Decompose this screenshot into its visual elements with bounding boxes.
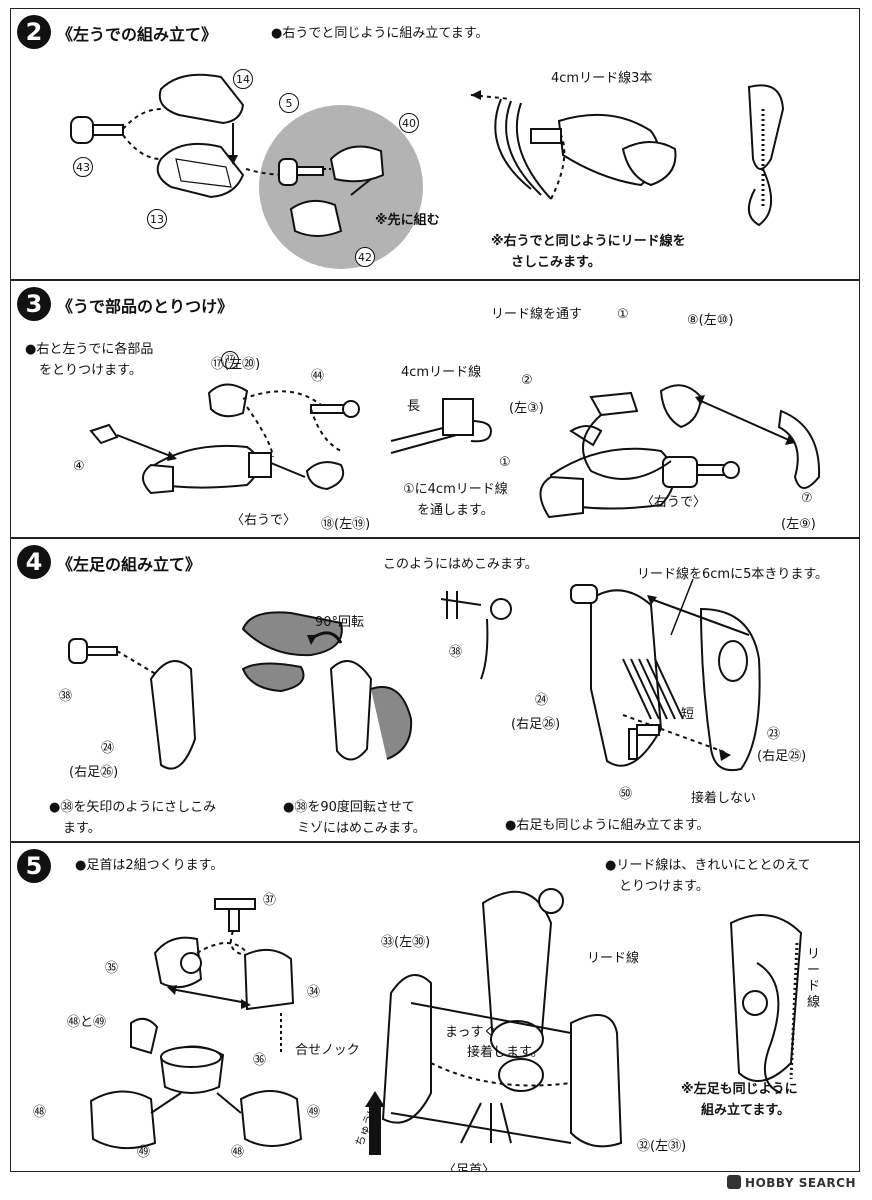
part-2b-label: (左③) [509,401,544,416]
note-insert-line-2: ます。 [63,821,101,836]
part-2-label: ② [521,373,533,388]
lead-wire-label: 4cmリード線3本 [551,71,653,86]
footer-line-1: ※右うでと同じようにリード線を [491,234,686,249]
short-label: 短 [681,707,695,722]
part-37-label: ㊲ [263,893,277,908]
part-1-label: ① [617,307,629,322]
ankle-label: 〈足首〉 [443,1163,496,1172]
note-right-leg: ●右足も同じように組み立てます。 [505,818,710,833]
pass-note: ①に4cmリード線 を通します。 [403,479,508,521]
pass-note-line-2: を通します。 [417,503,494,518]
step-title: 《左足の組み立て》 [57,555,202,574]
watermark: HOBBY SEARCH [727,1175,856,1190]
lead-wire-label: リード線 [587,951,640,966]
right-arm-label-2: 〈右うで〉 [641,495,707,510]
part-24-label: ㉔ [101,741,115,756]
left-same-note: ※左足も同じように 組み立てます。 [681,1079,798,1121]
note-insert: ●㊳を矢印のようにさしこみ ます。 [49,797,216,839]
part-number-14: 14 [233,69,253,89]
part-1b-label: ① [499,455,511,470]
part-58a-label: ㊽ [33,1105,47,1120]
part-32-label: ㉜(左㉛) [637,1139,687,1154]
cut-note: リード線を6cmに5本きります。 [637,567,829,582]
arm-parts-illustration [89,383,821,519]
part-number-5: 5 [279,93,299,113]
left-arm-assembly-illustration [70,73,785,269]
step-2-section: 2 《左うでの組み立て》 ●右うでと同じように組み立てます。 [10,8,860,280]
part-38b-label: ㊳ [449,645,463,660]
lead-note-line-1: ●リード線は、きれいにととのえて [605,858,811,873]
step-number: 4 [17,545,51,579]
part-number-43: 43 [73,157,93,177]
part-24b-label: (右足㉖) [69,765,119,780]
fit-note: このようにはめこみます。 [383,557,538,572]
part-8-label: ⑧(左⑩) [687,313,734,328]
part-7b-label: (左⑨) [781,517,816,532]
rotate-label: 90°回転 [315,615,365,630]
note-line-2: をとりつけます。 [39,363,142,378]
lead-4cm-label: 4cmリード線 [401,365,482,380]
note-rotate-line-1: ●㊳を90度回転させて [283,800,415,815]
part-17-label: ⑰(左⑳) [211,357,261,372]
part-23-label: ㉓ [767,727,781,742]
fit-nock-label: 合せノック [295,1043,360,1058]
glue-label: 接着します。 [467,1045,544,1060]
part-44-label: ㊹ [311,369,325,384]
part-24c-label: ㉔ [535,693,549,708]
left-same-line-2: 組み立てます。 [701,1103,791,1118]
step-title: 《うで部品のとりつけ》 [57,297,234,316]
note-line-1: ●右と左うでに各部品 [25,342,154,357]
step-note: ●右と左うでに各部品 をとりつけます。 [25,339,153,381]
step-number: 2 [17,15,51,49]
left-same-line-1: ※左足も同じように [681,1082,798,1097]
part-18-label: ⑱(左⑲) [321,517,371,532]
part-4-label: ④ [73,459,85,474]
left-leg-assembly-illustration [68,578,761,771]
step-footer-note: ※右うでと同じようにリード線を さしこみます。 [491,231,686,273]
part-7-label: ⑦ [801,491,813,506]
part-number-42: 42 [355,247,375,267]
long-label: 長 [407,399,421,414]
part-58b-label: ㊽ [231,1145,245,1160]
step-note: ●右うでと同じように組み立てます。 [271,26,489,41]
right-arm-label: 〈右うで〉 [231,513,297,528]
note-rotate-line-2: ミゾにはめこみます。 [297,821,426,836]
lead-note-line-2: とりつけます。 [619,879,709,894]
pass-note-line-1: ①に4cmリード線 [403,482,508,497]
part-59b-label: ㊾ [137,1145,151,1160]
step-3-section: 3 《うで部品のとりつけ》 ●右と左うでに各部品 をとりつけます。 [10,280,860,538]
step-4-section: 4 《左足の組み立て》 このようにはめこみます。 リード線を6cmに5本きります… [10,538,860,842]
part-33-label: ㉝(左㉚) [381,935,431,950]
footer-line-2: さしこみます。 [511,255,601,270]
straight-label: まっすぐ [445,1025,497,1040]
vertical-lead-label: リード線 [807,947,821,1010]
part-38a-label: ㊳ [59,689,73,704]
part-60-label: ㊿ [619,787,633,802]
part-35-label: ㉟ [105,961,119,976]
part-36-label: ㊱ [253,1053,267,1068]
note-insert-line-1: ●㊳を矢印のようにさしこみ [49,800,217,815]
part-24d-label: (右足㉖) [511,717,561,732]
no-glue-label: 接着しない [691,791,757,806]
part-23b-label: (右足㉕) [757,749,807,764]
part-59a-label: ㊾ [307,1105,321,1120]
step-5-section: 5 ●足首は2組つくります。 ●リード線は、きれいにととのえて とりつけます。 [10,842,860,1172]
step-number: 5 [17,849,51,883]
part-number-13: 13 [147,209,167,229]
part-58-and-59-label: ㊽と㊾ [67,1015,107,1030]
assemble-first-label: ※先に組む [375,213,440,228]
part-34-label: ㉞ [307,985,321,1000]
ankle-assembly-illustration [89,888,803,1155]
lead-pass-label: リード線を通す [491,307,583,322]
hobby-search-logo-icon [727,1175,742,1189]
part-number-40: 40 [399,113,419,133]
lead-note: ●リード線は、きれいにととのえて とりつけます。 [605,855,811,897]
instruction-page: 2 《左うでの組み立て》 ●右うでと同じように組み立てます。 [10,8,862,1172]
step-note: ●足首は2組つくります。 [75,858,224,873]
watermark-text: HOBBY SEARCH [745,1176,856,1190]
step-title: 《左うでの組み立て》 [57,25,218,44]
note-rotate: ●㊳を90度回転させて ミゾにはめこみます。 [283,797,426,839]
part-number-17: ⑰ [221,351,239,369]
step-number: 3 [17,287,51,321]
